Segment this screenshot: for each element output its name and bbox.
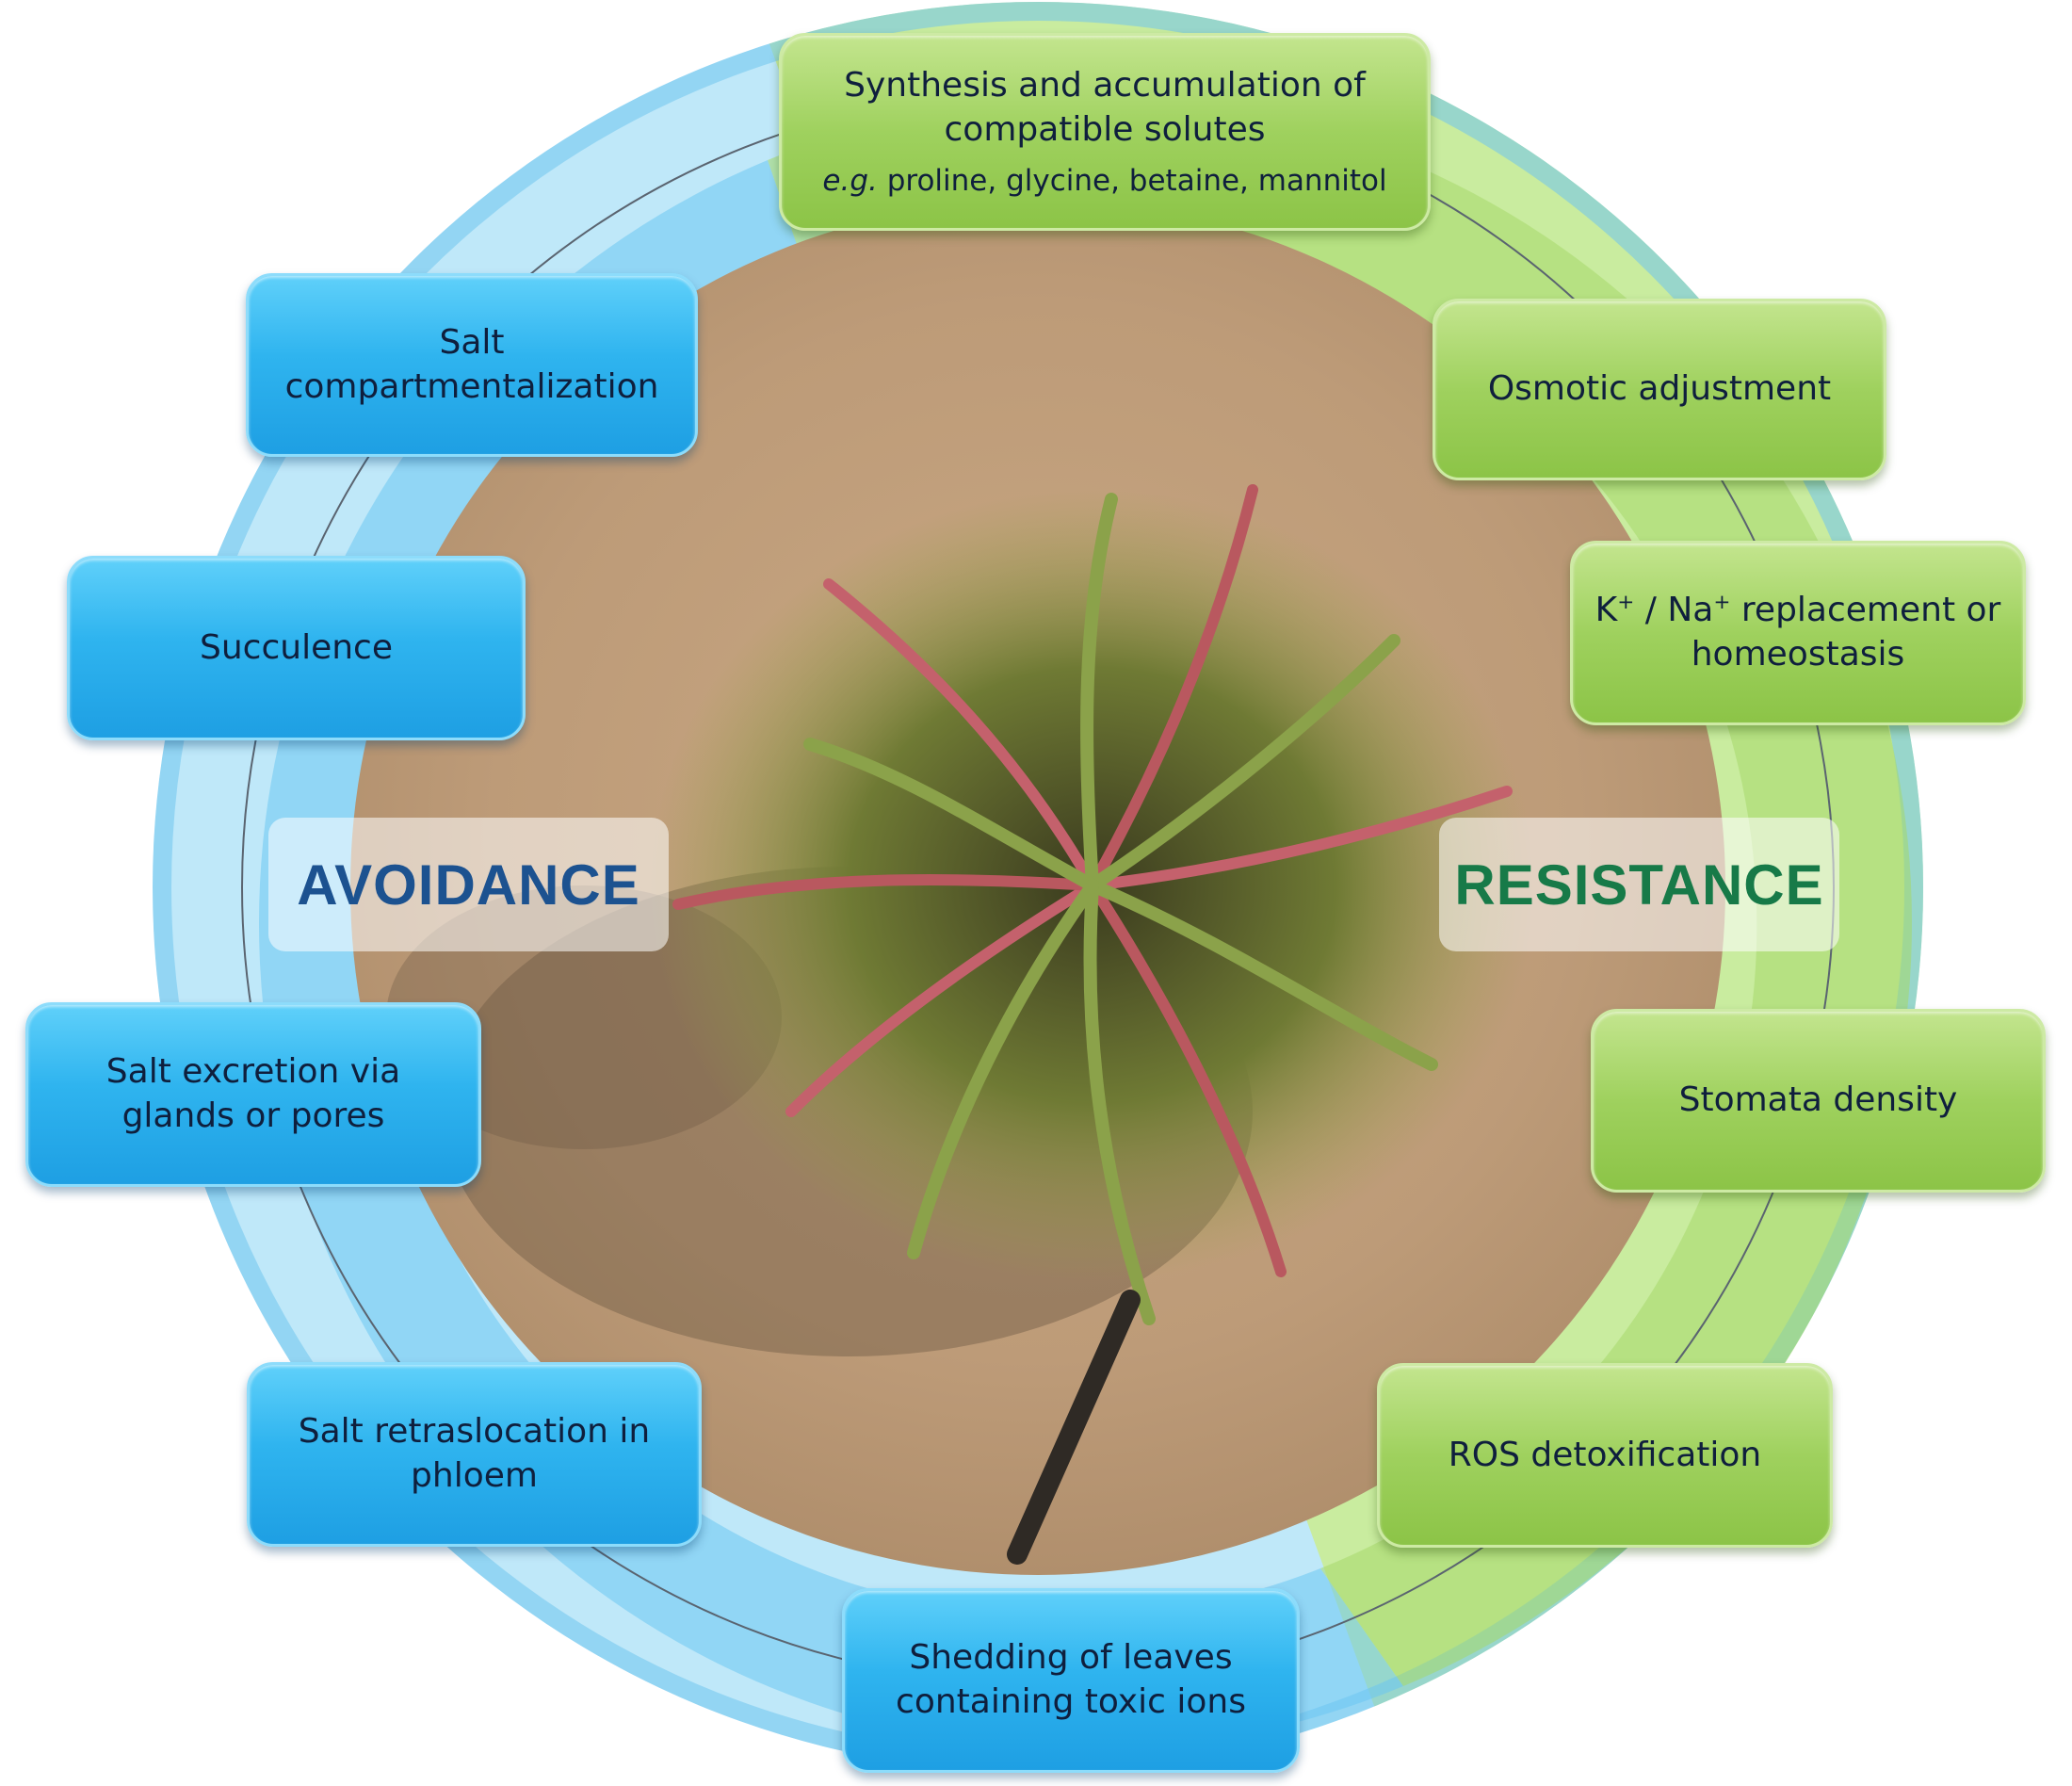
- compatible-solutes-examples: proline, glycine, betaine, mannitol: [886, 163, 1387, 198]
- stomata-density-box: Stomata density: [1591, 1009, 2046, 1193]
- k-na-homeostasis-text: K+ / Na+ replacement or homeostasis: [1594, 589, 2002, 677]
- avoidance-band: [259, 160, 1404, 1750]
- k-symbol: K: [1594, 591, 1618, 630]
- k-na-homeostasis-box: K+ / Na+ replacement or homeostasis: [1570, 541, 2026, 725]
- salt-compartmentalization-box: Salt compartmentalization: [246, 273, 698, 457]
- ros-detoxification-text: ROS detoxification: [1448, 1435, 1762, 1474]
- salt-retraslocation-box: Salt retraslocation in phloem: [247, 1362, 702, 1547]
- salt-excretion-box: Salt excretion via glands or pores: [25, 1002, 481, 1187]
- na-symbol: / Na: [1634, 591, 1714, 630]
- resistance-label: RESISTANCE: [1439, 818, 1839, 951]
- compatible-solutes-box: Synthesis and accumulation of compatible…: [779, 33, 1431, 231]
- k-charge: +: [1617, 591, 1635, 615]
- plant-branches: [672, 484, 1513, 1325]
- ros-detoxification-box: ROS detoxification: [1377, 1363, 1833, 1548]
- avoidance-label: AVOIDANCE: [268, 818, 669, 951]
- compatible-solutes-title: Synthesis and accumulation of compatible…: [844, 66, 1366, 149]
- salt-retraslocation-text: Salt retraslocation in phloem: [298, 1412, 651, 1495]
- osmotic-adjustment-box: Osmotic adjustment: [1433, 299, 1886, 480]
- shedding-leaves-text: Shedding of leaves containing toxic ions: [896, 1638, 1246, 1721]
- na-charge: +: [1713, 591, 1731, 615]
- succulence-box: Succulence: [67, 556, 526, 740]
- compatible-solutes-examples-line: e.g. proline, glycine, betaine, mannitol: [822, 162, 1386, 200]
- salt-excretion-text: Salt excretion via glands or pores: [105, 1052, 401, 1135]
- resistance-band: [768, 96, 1912, 1687]
- stomata-density-text: Stomata density: [1678, 1080, 1958, 1120]
- succulence-text: Succulence: [200, 627, 393, 667]
- osmotic-adjustment-text: Osmotic adjustment: [1487, 369, 1832, 409]
- eg-abbrev: e.g.: [822, 163, 878, 198]
- shedding-leaves-box: Shedding of leaves containing toxic ions: [842, 1588, 1300, 1773]
- salt-compartmentalization-text: Salt compartmentalization: [284, 322, 659, 406]
- k-na-rest: replacement or homeostasis: [1691, 591, 2001, 674]
- dry-stem: [1007, 1290, 1141, 1565]
